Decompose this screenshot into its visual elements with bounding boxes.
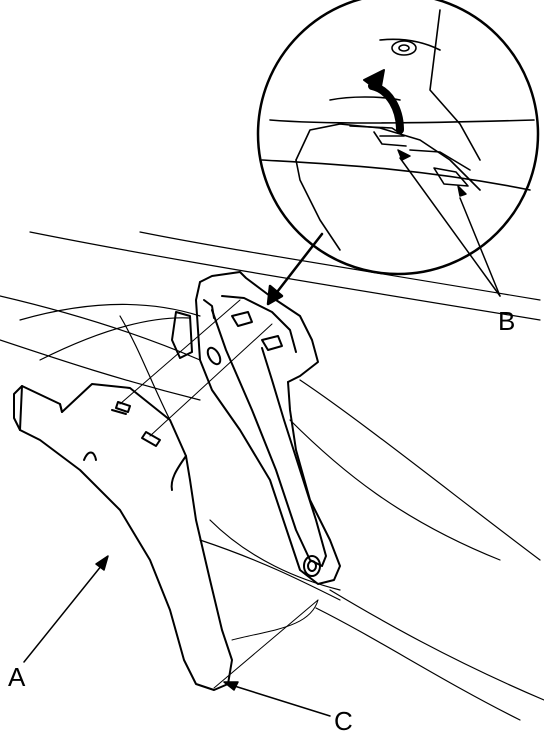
detail-magnifier — [256, 0, 540, 276]
trim-cover-a — [13, 383, 233, 691]
hinge-bracket — [171, 271, 341, 585]
callout-c-leader — [223, 681, 331, 717]
callout-label-a: A — [8, 662, 26, 692]
callout-label-b: B — [498, 306, 516, 336]
detail-pointer-arrow — [266, 232, 324, 306]
alignment-guides — [119, 299, 319, 689]
callout-a-leader — [23, 555, 109, 663]
callout-label-c: C — [334, 706, 353, 736]
lift-arrow — [363, 69, 404, 134]
seat-body-outline — [0, 231, 544, 721]
callout-b-leaders — [397, 149, 501, 297]
